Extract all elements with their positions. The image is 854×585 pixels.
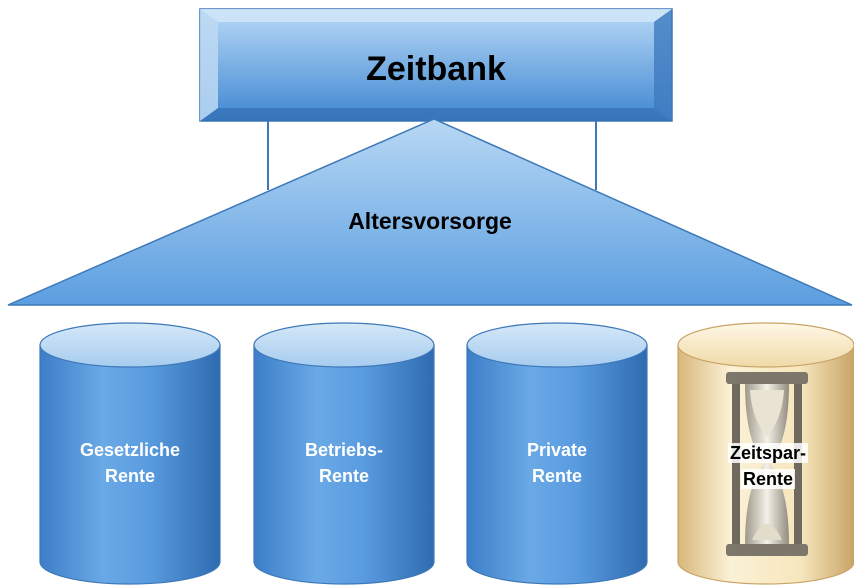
pillar-label-line1: Betriebs- [304,440,384,460]
pillar-label-line2: Rente [318,466,369,486]
pillar-cylinder-private [466,322,648,585]
pillar-label-line1: Zeitspar- [727,443,809,463]
pillar-cylinder-gesetzliche [39,322,221,585]
pillar-label-gesetzliche: Gesetzliche Rente [40,437,220,489]
hourglass-icon [726,372,808,556]
pillar-label-line2: Rente [740,469,795,489]
diagram-title: Zeitbank [366,50,506,88]
pillar-cylinder-zeitspar [677,322,854,585]
pillar-cylinder-betriebs [253,322,435,585]
title-box [199,8,673,122]
pillar-label-zeitspar: Zeitspar- Rente [706,440,830,492]
pillar-label-private: Private Rente [467,437,647,489]
pillar-label-line2: Rente [104,466,155,486]
pillar-label-line2: Rente [531,466,582,486]
roof-label: Altersvorsorge [348,208,512,234]
pillar-label-line1: Gesetzliche [79,440,181,460]
pillar-label-betriebs: Betriebs- Rente [254,437,434,489]
pillar-label-line1: Private [526,440,588,460]
roof-triangle [7,118,853,306]
